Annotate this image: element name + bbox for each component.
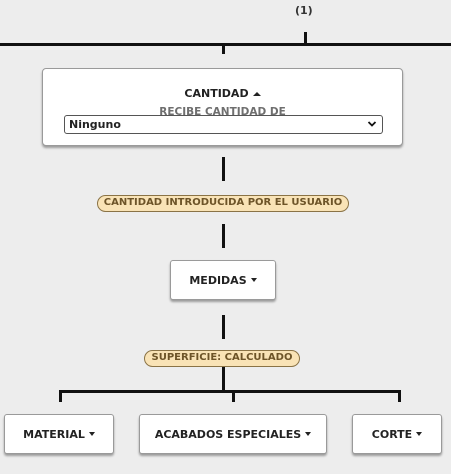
connector-dash [222, 224, 225, 248]
material-label: MATERIAL [23, 427, 85, 441]
cantidad-source-select[interactable]: Ninguno [64, 115, 383, 134]
top-connector-down [222, 44, 225, 54]
branch-horizontal-line [59, 390, 401, 393]
connector-dash [222, 157, 225, 181]
acabados-especiales-label: ACABADOS ESPECIALES [154, 427, 302, 441]
branch-stem [222, 367, 225, 392]
corte-button[interactable]: CORTE [352, 414, 442, 454]
caret-down-icon [88, 432, 95, 436]
caret-up-icon [252, 91, 261, 96]
cantidad-title-label: CANTIDAD [184, 87, 249, 100]
medidas-button[interactable]: MEDIDAS [170, 260, 276, 300]
corte-label: CORTE [371, 427, 413, 441]
caret-down-icon [305, 432, 312, 436]
cantidad-title[interactable]: CANTIDAD [184, 87, 261, 100]
connector-dash [222, 315, 225, 339]
branch-drop [59, 390, 62, 402]
caret-down-icon [250, 278, 257, 282]
medidas-label: MEDIDAS [189, 273, 247, 287]
material-button[interactable]: MATERIAL [4, 414, 114, 454]
superficie-badge: SUPERFICIE: CALCULADO [144, 350, 300, 367]
branch-drop [232, 390, 235, 402]
top-horizontal-line [0, 43, 451, 46]
cantidad-source-value: Ninguno [69, 118, 121, 131]
connector-label: (1) [295, 4, 313, 17]
caret-down-icon [416, 432, 423, 436]
cantidad-usuario-badge: CANTIDAD INTRODUCIDA POR EL USUARIO [97, 195, 349, 212]
branch-drop [398, 390, 401, 402]
chevron-down-icon [367, 121, 377, 127]
top-connector-stub [304, 32, 307, 44]
cantidad-card: CANTIDAD RECIBE CANTIDAD DE Ninguno [42, 68, 403, 146]
acabados-especiales-button[interactable]: ACABADOS ESPECIALES [139, 414, 327, 454]
